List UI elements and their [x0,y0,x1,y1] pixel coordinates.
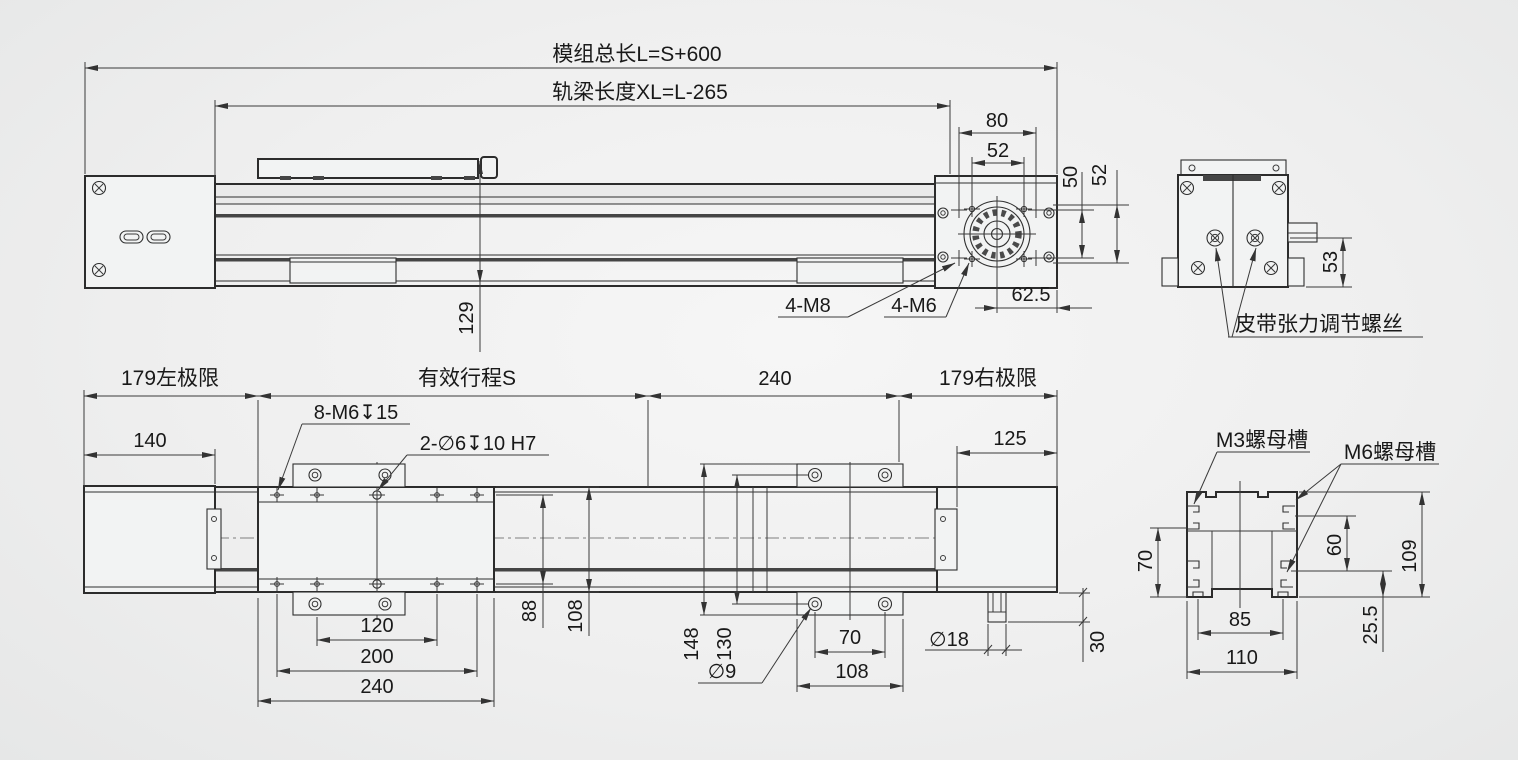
dim-240-span: 240 [758,368,791,390]
label-belt-tension: 皮带张力调节螺丝 [1235,313,1403,336]
dim-52-side: 52 [1089,164,1111,186]
dim-130: 130 [714,627,736,660]
dim-total-length: 模组总长L=S+600 [552,43,721,66]
dim-70-tab: 70 [839,627,861,649]
dim-88: 88 [519,600,541,622]
dim-108-carriage: 108 [565,599,587,632]
dim-140: 140 [133,430,166,452]
dim-148: 148 [681,627,703,660]
label-m3-slot: M3螺母槽 [1216,429,1308,452]
dim-52-top: 52 [987,140,1009,162]
dim-110: 110 [1226,647,1258,669]
dim-62-5: 62.5 [1012,284,1051,306]
end-cap-screw-icon [1179,180,1287,276]
label-d18: ∅18 [929,629,969,651]
dim-85: 85 [1229,609,1251,631]
dim-129: 129 [456,301,478,334]
side-view-body [84,156,1058,289]
end-view-dimensions: 53 皮带张力调节螺丝 [1214,237,1423,338]
dim-30: 30 [1087,631,1109,653]
end-view: 53 皮带张力调节螺丝 [1161,159,1423,338]
dim-125: 125 [993,428,1026,450]
carriage-tap-holes [270,488,484,591]
end-view-body [1161,159,1318,288]
dim-25-5: 25.5 [1360,606,1382,645]
motor-connector-icon [119,230,171,244]
dim-beam-length: 轨梁长度XL=L-265 [552,81,728,104]
plan-view-dimensions: 179左极限 有效行程S 240 179右极限 140 125 8-M6↧15 … [83,367,1109,707]
pulley-icon [958,196,1036,272]
carriage-dowel-holes [369,487,385,592]
dim-108-tab: 108 [835,661,868,683]
side-view: 模组总长L=S+600 轨梁长度XL=L-265 80 52 50 52 [84,43,1129,352]
dim-stroke: 有效行程S [418,367,516,390]
dim-200: 200 [360,646,393,668]
dim-53: 53 [1320,251,1342,273]
dim-70-section: 70 [1135,550,1157,572]
dim-left-limit: 179左极限 [121,367,219,390]
section-profile [1186,481,1298,608]
label-4-m6: 4-M6 [891,295,937,317]
label-4-m8: 4-M8 [785,295,831,317]
belt-pin [987,591,1007,623]
label-m6-slot: M6螺母槽 [1344,441,1436,464]
pulley-mount-holes [937,201,1055,267]
section-view: M3螺母槽 M6螺母槽 70 60 109 25.5 [1135,429,1439,679]
dim-80: 80 [986,110,1008,132]
dim-120: 120 [360,615,393,637]
dim-240-carriage: 240 [360,676,393,698]
side-view-dimensions: 模组总长L=S+600 轨梁长度XL=L-265 80 52 50 52 [84,43,1129,352]
dim-right-limit: 179右极限 [939,367,1037,390]
dim-109: 109 [1399,539,1421,572]
section-view-dimensions: M3螺母槽 M6螺母槽 70 60 109 25.5 [1135,429,1439,679]
dim-50-side: 50 [1060,166,1082,188]
motor-block-screw-icon [91,180,107,278]
plan-view-body [83,462,1058,623]
belt-tension-screw-icon [1206,229,1264,247]
label-2-d6: 2-∅6↧10 H7 [420,433,536,455]
dim-60: 60 [1324,534,1346,556]
label-8-m6: 8-M6↧15 [314,402,399,424]
label-d9: ∅9 [708,661,737,683]
plan-view: 179左极限 有效行程S 240 179右极限 140 125 8-M6↧15 … [83,367,1109,707]
